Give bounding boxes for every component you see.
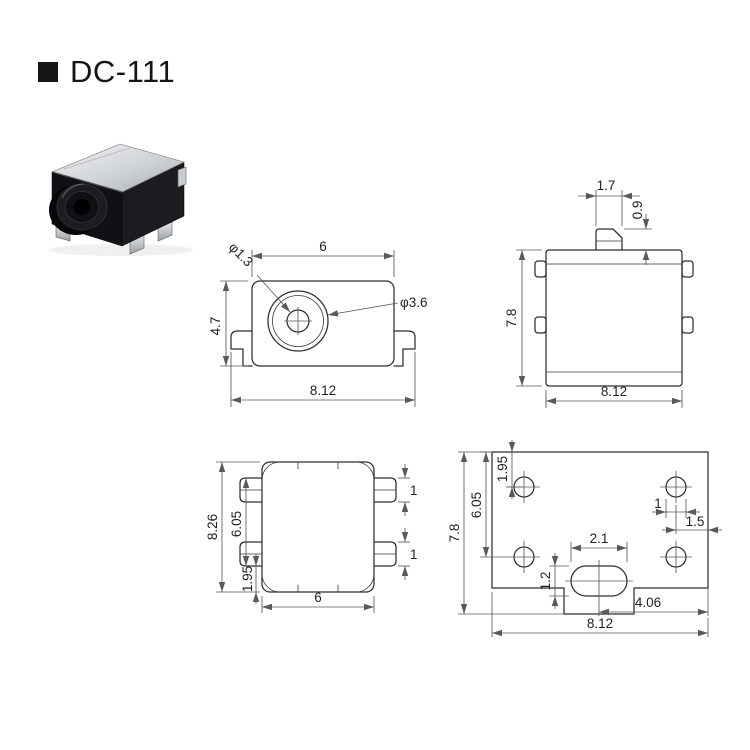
footprint-dim-height-total <box>458 451 564 615</box>
bottom-dim-height-total <box>216 461 260 593</box>
side-body-outline <box>545 249 683 387</box>
bottom-dim-leg-offset-label: 1.95 <box>240 566 255 592</box>
front-dim-width-top <box>251 250 395 277</box>
bottom-dim-width <box>261 596 375 613</box>
bottom-dim-width-label: 6 <box>314 590 322 605</box>
inner-dia-leader <box>256 274 291 313</box>
side-dim-height-label: 7.8 <box>504 309 519 328</box>
footprint-dim-hole-dia-label: 1 <box>654 496 662 511</box>
top-face-seam <box>63 147 131 170</box>
footprint-dim-width-total-label: 8.12 <box>587 616 613 631</box>
side-top-pin <box>595 228 623 251</box>
side-dim-width-label: 8.12 <box>601 384 627 399</box>
side-dim-width <box>545 390 683 408</box>
side-dim-pin-width-label: 1.7 <box>597 178 616 193</box>
connector-shield-tab <box>177 166 187 188</box>
front-dim-width-top-label: 6 <box>319 239 327 254</box>
footprint-dim-width-total <box>491 592 709 637</box>
footprint-dim-hole-top-offset <box>506 440 522 499</box>
front-dim-width-total-label: 8.12 <box>310 383 336 398</box>
bottom-dim-height-total-label: 8.26 <box>205 514 220 540</box>
bottom-inner-corner-arcs <box>261 461 375 593</box>
front-dim-height-label: 4.7 <box>208 317 223 336</box>
footprint-dim-slot-height-label: 1.2 <box>538 572 553 591</box>
footprint-view: 1.95 6.05 7.8 1 <box>447 440 722 637</box>
barrel-hole <box>73 199 91 215</box>
bottom-view: 8.26 6.05 1.95 6 1 <box>205 461 418 613</box>
side-tabs <box>534 260 694 334</box>
footprint-dim-hole-row-span-label: 6.05 <box>469 492 484 518</box>
barrel-inner-ring <box>272 295 324 347</box>
footprint-dim-slot-width-label: 2.1 <box>590 531 609 546</box>
title-bullet-square <box>38 62 58 82</box>
bottom-body-outline <box>261 461 375 593</box>
side-dim-pin-height <box>624 214 652 265</box>
front-body-outline <box>251 280 395 367</box>
hole-crosshairs <box>508 471 692 573</box>
footprint-dim-hole-top-offset-label: 1.95 <box>495 456 510 482</box>
footprint-dim-slot-height <box>549 553 569 609</box>
front-right-ear <box>393 330 416 367</box>
footprint-holes <box>508 471 692 573</box>
outer-dia-leader <box>327 302 399 317</box>
side-dim-pin-height-label: 0.9 <box>630 201 645 220</box>
barrel <box>49 183 108 235</box>
bottom-dim-tab-bottom <box>398 528 410 580</box>
bottom-dim-tab-bottom-label: 1 <box>410 547 418 562</box>
front-view: 6 4.7 8.12 φ1.3 φ3.6 <box>208 239 428 407</box>
bottom-leg-seams <box>239 489 397 555</box>
footprint-dim-pad <box>662 505 722 534</box>
slot-crosshair <box>565 560 633 602</box>
side-dim-pin-width <box>578 190 640 226</box>
barrel-highlight <box>61 183 85 199</box>
bottom-edge-ticks <box>297 461 339 593</box>
front-top-edge-highlight <box>51 171 123 193</box>
photo-shadow <box>49 244 193 256</box>
title-block: DC-111 <box>38 54 175 90</box>
front-dim-outer-dia-label: φ3.6 <box>400 295 428 310</box>
product-photo <box>49 143 193 256</box>
footprint-outline <box>491 451 709 615</box>
front-dim-height <box>220 280 248 367</box>
footprint-dim-slot-offset-label: 4.06 <box>635 595 661 610</box>
bottom-dim-tab-top-label: 1 <box>410 483 418 498</box>
front-dim-width-total <box>230 352 416 407</box>
front-left-ear <box>230 330 253 367</box>
bottom-dim-tab-top <box>398 464 410 516</box>
side-dim-height <box>516 249 542 387</box>
barrel-outer-circle <box>267 290 329 352</box>
footprint-dim-pad-label: 1.5 <box>686 514 705 529</box>
bottom-dim-height-inner-label: 6.05 <box>229 511 244 537</box>
front-dim-inner-dia-label: φ1.3 <box>226 240 256 270</box>
footprint-dim-slot-offset <box>598 588 709 616</box>
bottom-legs <box>239 477 397 567</box>
side-view: 1.7 0.9 7.8 8.12 <box>504 178 694 408</box>
pin-hole-crosshair <box>284 307 312 335</box>
page-title: DC-111 <box>70 54 176 89</box>
connector-photo-group <box>49 143 193 256</box>
hole <box>513 476 687 568</box>
footprint-dim-height-total-label: 7.8 <box>447 524 462 543</box>
footprint-dim-slot-width <box>570 542 628 562</box>
